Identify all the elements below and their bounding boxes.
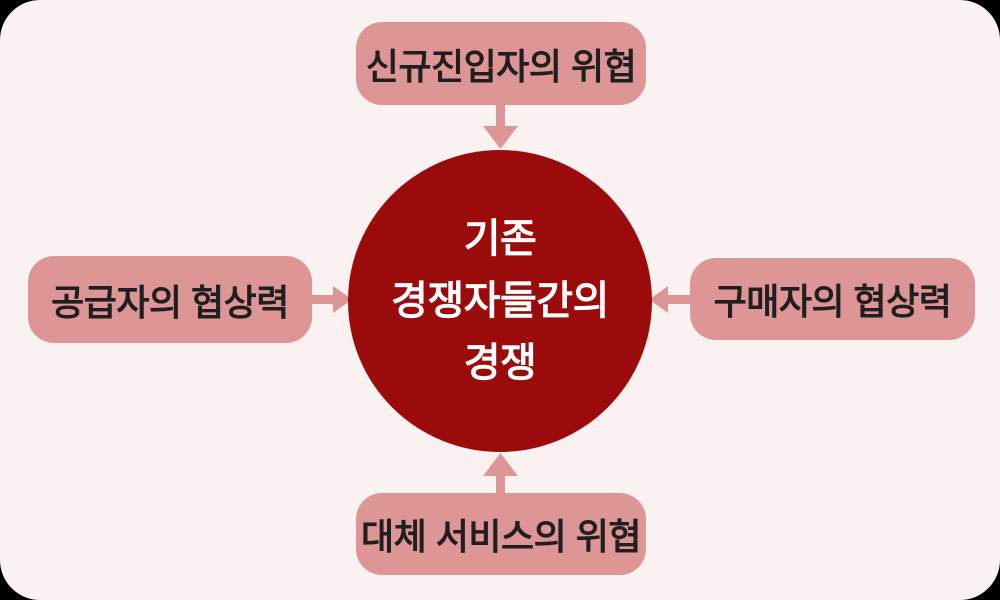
node-existing-competitor-rivalry: 기존 경쟁자들간의 경쟁	[348, 150, 652, 452]
arrow-right-to-center-icon	[649, 286, 690, 313]
center-label-line: 기존	[463, 217, 537, 261]
node-label: 공급자의 협상력	[51, 281, 289, 323]
node-label: 대체 서비스의 위협	[361, 516, 641, 557]
node-threat-new-entrants: 신규진입자의 위협	[356, 22, 646, 105]
arrow-top-to-center-icon	[483, 104, 518, 149]
node-buyer-bargaining-power: 구매자의 협상력	[690, 258, 975, 340]
center-label-line: 경쟁자들간의	[391, 279, 609, 323]
arrow-left-to-center-icon	[311, 286, 352, 313]
center-label-line: 경쟁	[463, 341, 537, 385]
arrow-bottom-to-center-icon	[483, 453, 518, 495]
node-supplier-bargaining-power: 공급자의 협상력	[28, 256, 312, 343]
node-threat-substitutes: 대체 서비스의 위협	[356, 493, 646, 575]
node-label: 구매자의 협상력	[713, 281, 952, 322]
node-label: 신규진입자의 위협	[365, 45, 637, 87]
